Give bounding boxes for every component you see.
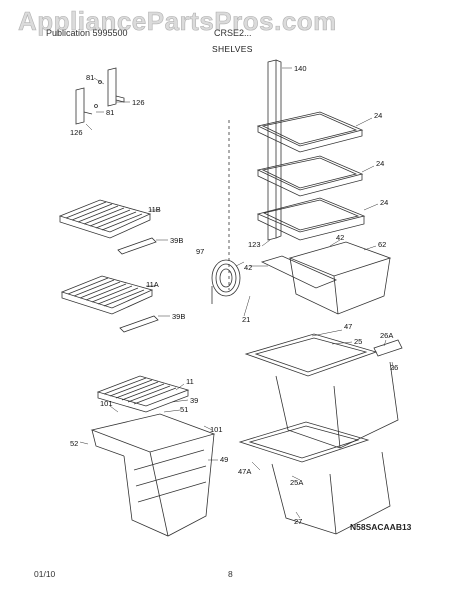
callout-49: 49 <box>220 455 228 464</box>
glass-shelf-middle <box>256 155 364 197</box>
watermark-logo: AppliancePartsPros.com <box>18 6 337 37</box>
footer-page-number: 8 <box>228 569 233 579</box>
shelf-trim-39b-upper <box>117 237 157 255</box>
freezer-basket <box>90 413 216 537</box>
callout-25: 25 <box>354 337 362 346</box>
wire-shelf-11b <box>58 199 152 239</box>
callout-24-lower: 24 <box>380 198 388 207</box>
callout-labels: 140 81 126 81 126 24 24 24 11B 39B 97 12… <box>70 64 398 526</box>
callout-39b-upper: 39B <box>170 236 183 245</box>
callout-47: 47 <box>344 322 352 331</box>
callout-39b-lower: 39B <box>172 312 185 321</box>
callout-26: 26 <box>390 363 398 372</box>
callout-97: 97 <box>196 247 204 256</box>
publication-header: Publication 5995500 <box>46 28 128 38</box>
callout-25a: 25A <box>290 478 303 487</box>
lower-crisper-cover <box>238 421 370 463</box>
freezer-wire-shelf <box>96 375 190 413</box>
section-title: SHELVES <box>212 44 253 54</box>
shelf-bracket-parts <box>75 67 125 125</box>
model-header: CRSE2... <box>214 28 252 38</box>
wire-shelf-11a <box>60 275 154 315</box>
callout-21: 21 <box>242 315 250 324</box>
water-tube-coil <box>211 259 241 304</box>
callout-39: 39 <box>190 396 198 405</box>
callout-52: 52 <box>70 439 78 448</box>
callout-11a: 11A <box>146 280 159 289</box>
callout-42-lower: 42 <box>244 263 252 272</box>
callout-81-upper: 81 <box>86 73 94 82</box>
callout-123: 123 <box>248 240 261 249</box>
callout-11: 11 <box>186 377 194 386</box>
callout-47a: 47A <box>238 467 251 476</box>
callout-140: 140 <box>294 64 307 73</box>
footer-date: 01/10 <box>34 569 56 579</box>
callout-42-upper: 42 <box>336 233 344 242</box>
shelf-trim-39b-lower <box>119 315 159 333</box>
callout-24-middle: 24 <box>376 159 384 168</box>
callout-126-upper: 126 <box>132 98 145 107</box>
callout-62: 62 <box>378 240 386 249</box>
diagram-code: N58SACAAB13 <box>350 522 412 532</box>
glass-shelf-upper <box>256 111 364 153</box>
crisper-pan <box>275 339 403 449</box>
callout-26a: 26A <box>380 331 393 340</box>
callout-101-right: 101 <box>210 425 223 434</box>
callout-101-left: 101 <box>100 399 113 408</box>
callout-24-upper: 24 <box>374 111 382 120</box>
callout-51: 51 <box>180 405 188 414</box>
callout-27: 27 <box>294 517 302 526</box>
callout-126-lower: 126 <box>70 128 83 137</box>
callout-81-lower: 81 <box>106 108 114 117</box>
deli-drawer <box>260 241 392 315</box>
callout-11b: 11B <box>148 205 161 214</box>
glass-shelf-lower <box>256 197 366 241</box>
lower-crisper-pan <box>271 451 391 535</box>
